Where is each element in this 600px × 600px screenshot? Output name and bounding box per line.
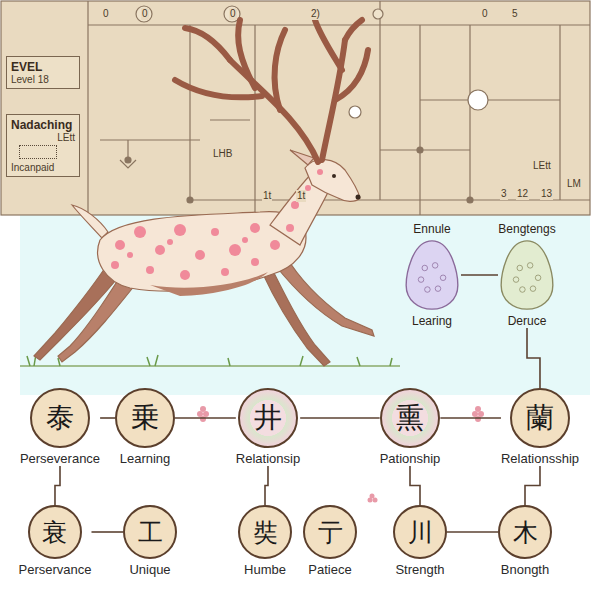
callout-number: LHB xyxy=(212,148,233,160)
circle-badge: 奘 xyxy=(238,505,292,559)
glyph: 工 xyxy=(138,520,163,545)
badge-label: Strength xyxy=(395,562,444,577)
circle-badge: 熏 xyxy=(380,388,440,448)
callout-number: LM xyxy=(566,178,582,190)
badge-node: 蘭 Relationsship xyxy=(501,388,579,466)
badge-label: Relationsip xyxy=(236,451,300,466)
badge-label: Humbe xyxy=(244,562,286,577)
badge-node: 川 Strength xyxy=(393,505,447,577)
callout-number: 1t xyxy=(296,190,306,202)
egg-node: BengtengsDeruce xyxy=(498,222,556,328)
callout-number: 13 xyxy=(540,188,553,200)
glyph: 井 xyxy=(254,404,282,432)
box-heading: Nadaching xyxy=(11,118,75,132)
badge-node: 井 Relationsip xyxy=(236,388,300,466)
egg-shape xyxy=(403,239,461,311)
connector xyxy=(440,417,501,419)
glyph: 亍 xyxy=(318,520,343,545)
badge-label: Perseverance xyxy=(20,451,100,466)
badge-node: 熏 Pationship xyxy=(380,388,441,466)
box-text: LEtt xyxy=(11,132,75,143)
glyph: 奘 xyxy=(253,520,278,545)
egg-node: EnnuleLearing xyxy=(403,222,461,328)
connector xyxy=(525,466,540,505)
connector xyxy=(91,531,123,533)
schematic-panel xyxy=(1,1,590,215)
callout-number: 0 xyxy=(102,8,110,20)
glyph: 蘭 xyxy=(526,404,554,432)
badge-label: Pationship xyxy=(380,451,441,466)
badge-label: Bnongth xyxy=(501,562,549,577)
glyph: 衰 xyxy=(42,520,67,545)
circle-badge: 衰 xyxy=(28,505,82,559)
connector xyxy=(527,328,540,388)
dotted-frame xyxy=(19,145,57,159)
connector xyxy=(461,274,498,276)
grass xyxy=(20,354,400,366)
badge-node: 乗 Learning xyxy=(115,388,175,466)
box-text: Level 18 xyxy=(11,74,75,85)
circle-badge: 蘭 xyxy=(510,388,570,448)
connector xyxy=(300,417,379,419)
callout-number: 0 xyxy=(481,8,489,20)
egg-label: Bengtengs xyxy=(498,222,555,236)
glyph: 木 xyxy=(513,520,538,545)
glyph: 熏 xyxy=(396,404,424,432)
circle-badge: 木 xyxy=(498,505,552,559)
box-heading: EVEL xyxy=(11,60,75,74)
connector xyxy=(265,466,268,505)
egg-shape xyxy=(498,239,556,311)
badge-node: 亍 Patiece xyxy=(303,505,357,577)
badge-label: Patiece xyxy=(308,562,351,577)
circle-badge: 川 xyxy=(393,505,447,559)
panel-box: EVELLevel 18 xyxy=(6,56,80,89)
connector xyxy=(410,466,420,505)
callout-number: 3 xyxy=(500,188,508,200)
circle-badge: 乗 xyxy=(115,388,175,448)
circle-badge: 亍 xyxy=(303,505,357,559)
badge-node: 奘 Humbe xyxy=(238,505,292,577)
badge-node: 木 Bnongth xyxy=(498,505,552,577)
callout-number: 5 xyxy=(511,8,519,20)
badge-label: Relationsship xyxy=(501,451,579,466)
egg-label: Deruce xyxy=(508,314,547,328)
callout-number: 2) xyxy=(310,8,321,20)
callout-number: 0 xyxy=(229,8,237,20)
badge-node: 工 Unique xyxy=(123,505,177,577)
deer-figure xyxy=(34,20,374,366)
glyph: 泰 xyxy=(46,404,74,432)
box-text: Incanpaid xyxy=(11,162,75,173)
glyph: 川 xyxy=(408,520,433,545)
connector xyxy=(447,531,498,533)
badge-node: 泰 Perseverance xyxy=(20,388,100,466)
badge-node: 衰 Perservance xyxy=(19,505,92,577)
egg-label: Ennule xyxy=(413,222,450,236)
connector xyxy=(175,417,236,419)
callout-number: 12 xyxy=(516,188,529,200)
panel-box: NadachingLEttIncanpaid xyxy=(6,114,80,177)
egg-label: Learing xyxy=(412,314,452,328)
connector xyxy=(100,417,115,419)
circle-badge: 工 xyxy=(123,505,177,559)
callout-number: LEtt xyxy=(532,160,552,172)
badge-label: Learning xyxy=(120,451,171,466)
connector xyxy=(55,466,60,505)
callout-number: 1t xyxy=(262,190,272,202)
glyph: 乗 xyxy=(131,404,159,432)
callout-number: 0 xyxy=(141,8,149,20)
circle-badge: 井 xyxy=(238,388,298,448)
circle-badge: 泰 xyxy=(30,388,90,448)
badge-label: Unique xyxy=(129,562,170,577)
badge-label: Perservance xyxy=(19,562,92,577)
